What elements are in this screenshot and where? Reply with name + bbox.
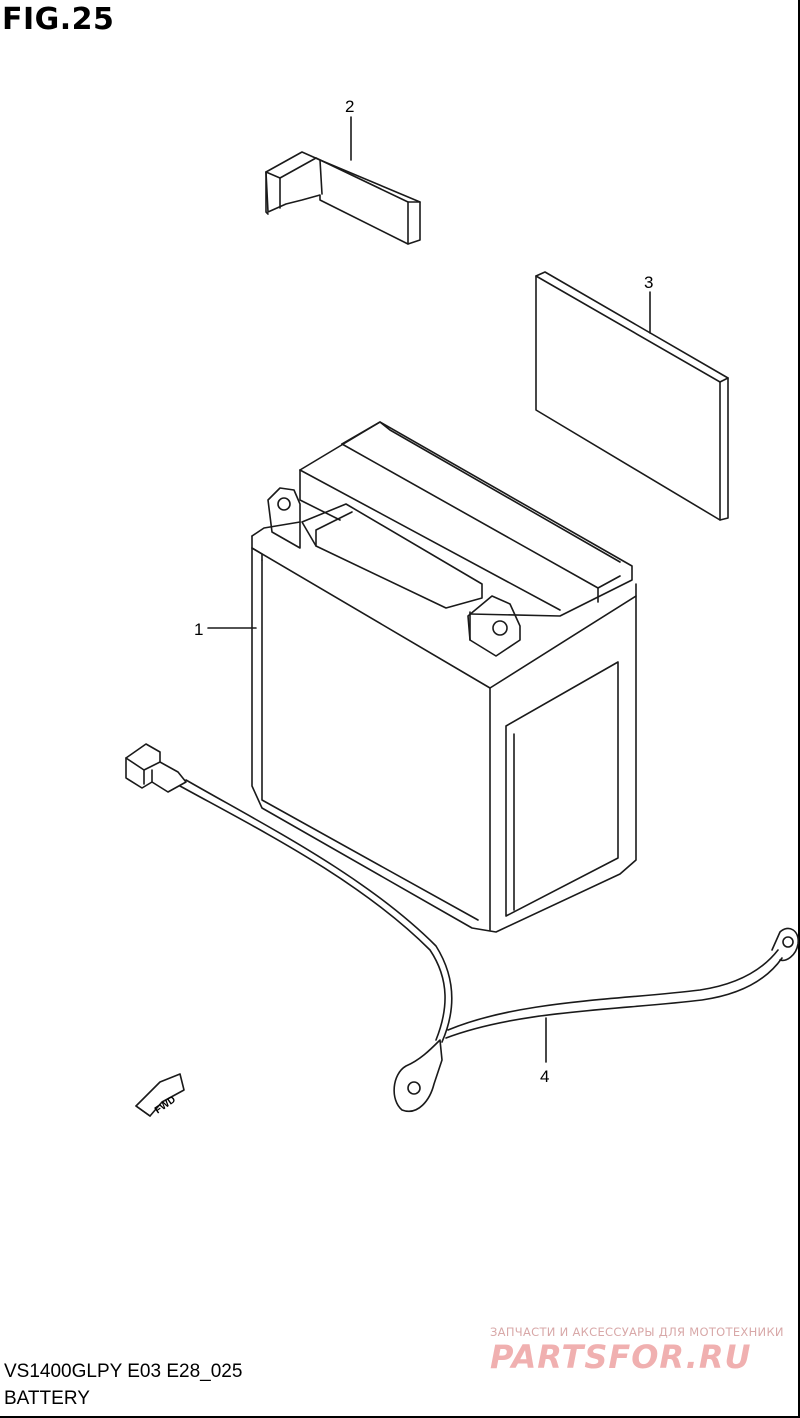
part-4-lead-wire[interactable] <box>125 743 799 1113</box>
callout-2: 2 <box>345 97 354 116</box>
callout-3: 3 <box>644 273 653 292</box>
fwd-arrow-icon: FWD <box>135 1073 185 1117</box>
figure-name: BATTERY <box>4 1388 90 1409</box>
watermark-logo: PARTSFOR.RU <box>490 1338 752 1376</box>
part-3-plate[interactable] <box>535 271 729 521</box>
callout-1: 1 <box>194 620 203 639</box>
callout-4: 4 <box>540 1067 549 1086</box>
figure-title: FIG.25 <box>2 2 115 37</box>
part-1-battery[interactable] <box>251 421 637 933</box>
model-code: VS1400GLPY E03 E28_025 <box>4 1361 243 1382</box>
watermark-tagline: ЗАПЧАСТИ И АКСЕССУАРЫ ДЛЯ МОТОТЕХНИКИ <box>490 1325 784 1339</box>
part-2-bracket[interactable] <box>265 151 421 245</box>
